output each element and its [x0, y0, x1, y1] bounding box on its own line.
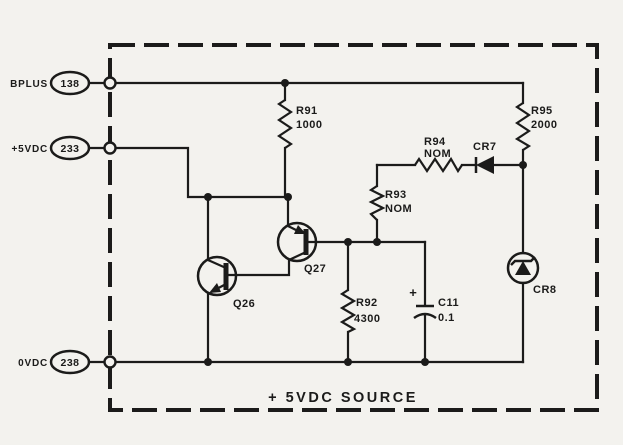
label-c11-ref: C11 — [438, 297, 459, 309]
label-c11-value: 0.1 — [438, 312, 455, 324]
resistor-r91-symbol — [277, 99, 293, 149]
label-r93-ref: R93 — [385, 189, 407, 201]
label-r94-ref: R94 — [424, 136, 446, 148]
cr8-circle — [506, 251, 540, 285]
pin-oval-0vdc — [49, 349, 91, 375]
junction-dot — [519, 161, 527, 169]
junction-dots — [204, 79, 527, 366]
diode-cr7-symbol — [474, 156, 494, 174]
label-cr7-ref: CR7 — [473, 141, 497, 153]
c11-bottom-plate — [413, 312, 437, 320]
label-c11-polarity: + — [409, 285, 417, 300]
cr8-triangle — [515, 261, 531, 275]
label-r92-ref: R92 — [356, 297, 378, 309]
terminal-circle-5vdc — [103, 141, 117, 155]
junction-dot — [344, 358, 352, 366]
junction-dot — [204, 358, 212, 366]
label-cr8-ref: CR8 — [533, 284, 557, 296]
q27-collector-lead — [228, 251, 307, 277]
resistors — [277, 99, 532, 333]
label-r95-value: 2000 — [531, 119, 557, 131]
cr8-cathode-bar — [510, 256, 536, 266]
junction-dot — [281, 79, 289, 87]
wire-5vdc-lead — [113, 146, 290, 199]
label-r91-ref: R91 — [296, 105, 318, 117]
terminal-label-bplus: BPLUS — [10, 79, 48, 90]
schematic-title: + 5VDC SOURCE — [268, 390, 418, 406]
terminal-circle-0vdc — [103, 355, 117, 369]
resistor-r95-symbol — [514, 102, 532, 151]
resistor-r92-symbol — [339, 289, 357, 333]
label-r92-value: 4300 — [354, 313, 380, 325]
zener-cr8-symbol — [506, 251, 540, 285]
terminal-label-5vdc: +5VDC — [11, 144, 48, 155]
terminals — [49, 70, 117, 375]
junction-dot — [421, 358, 429, 366]
capacitor-c11-symbol — [413, 304, 437, 320]
junction-dot — [344, 238, 352, 246]
resistor-r94-symbol — [414, 156, 463, 174]
terminal-pin-0vdc: 238 — [60, 357, 79, 369]
q26-collector-lead — [207, 258, 227, 270]
terminal-label-0vdc: 0VDC — [18, 358, 48, 369]
junction-dot — [284, 193, 292, 201]
label-q27-ref: Q27 — [304, 263, 326, 275]
q26-emitter-arrow-icon — [209, 283, 221, 293]
pin-oval-5vdc — [49, 135, 91, 161]
dashed-border — [108, 43, 599, 412]
junction-dot — [373, 238, 381, 246]
pin-oval-bplus — [49, 70, 91, 96]
label-r91-value: 1000 — [296, 119, 322, 131]
label-r94-value: NOM — [424, 148, 451, 160]
label-q26-ref: Q26 — [233, 298, 255, 310]
cr7-anode-triangle — [476, 156, 494, 174]
transistor-q27-symbol — [228, 221, 318, 277]
q27-emitter-arrow-icon — [294, 225, 306, 234]
label-r93-value: NOM — [385, 203, 412, 215]
terminal-pin-bplus: 138 — [60, 78, 79, 90]
q27-circle — [276, 221, 318, 263]
terminal-pin-5vdc: 233 — [60, 143, 79, 155]
resistor-r93-symbol — [368, 185, 386, 221]
label-r95-ref: R95 — [531, 105, 553, 117]
terminal-circle-bplus — [103, 76, 117, 90]
wires — [87, 81, 525, 364]
junction-dot — [204, 193, 212, 201]
